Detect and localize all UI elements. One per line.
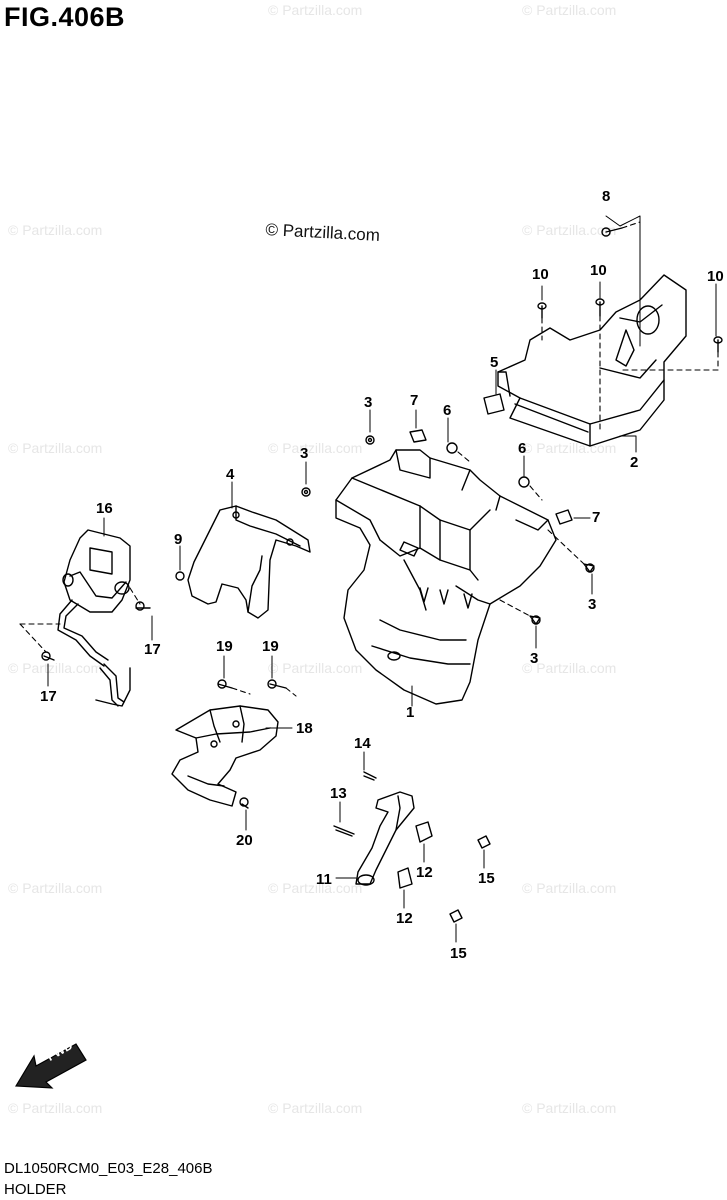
callout-18: 18 (296, 720, 313, 737)
callout-1: 1 (406, 704, 415, 721)
callout-5: 5 (490, 354, 499, 371)
callout-4: 4 (226, 466, 235, 483)
callout-6: 6 (518, 440, 527, 457)
fasteners (41, 227, 723, 923)
diagram-name: HOLDER (4, 1181, 67, 1198)
part-5-pad (483, 393, 505, 415)
callout-8: 8 (602, 188, 611, 205)
part-12-pad (397, 867, 413, 889)
part-16-holder (57, 529, 131, 707)
callout-14: 14 (354, 735, 371, 752)
callout-6: 6 (443, 402, 452, 419)
part-12-pad (415, 821, 433, 843)
callout-15: 15 (450, 945, 467, 962)
callout-15: 15 (478, 870, 495, 887)
callout-3: 3 (364, 394, 373, 411)
callout-10: 10 (707, 268, 724, 285)
callout-2: 2 (630, 454, 639, 471)
callout-3: 3 (300, 445, 309, 462)
callout-7: 7 (592, 509, 601, 526)
assembly-lines (19, 221, 719, 697)
callout-17: 17 (144, 641, 161, 658)
callout-19: 19 (216, 638, 233, 655)
callout-11: 11 (316, 871, 332, 888)
fwd-arrow-icon (14, 1043, 87, 1089)
part-4-bracket (187, 505, 311, 619)
callout-16: 16 (96, 500, 113, 517)
callout-12: 12 (416, 864, 433, 881)
diagram-code: DL1050RCM0_E03_E28_406B (4, 1160, 213, 1177)
part-2-bracket (497, 274, 687, 447)
callout-19: 19 (262, 638, 279, 655)
figure-title: FIG.406B (4, 2, 126, 32)
leader-lines (47, 215, 717, 943)
part-18-bracket (171, 705, 279, 807)
callout-20: 20 (236, 832, 253, 849)
part-11-stay (355, 791, 415, 886)
callout-12: 12 (396, 910, 413, 927)
callout-9: 9 (174, 531, 183, 548)
callout-10: 10 (590, 262, 607, 279)
callout-7: 7 (410, 392, 419, 409)
part-1-holder (335, 449, 557, 705)
callout-10: 10 (532, 266, 549, 283)
callout-13: 13 (330, 785, 347, 802)
callout-17: 17 (40, 688, 57, 705)
callout-3: 3 (530, 650, 539, 667)
callout-3: 3 (588, 596, 597, 613)
